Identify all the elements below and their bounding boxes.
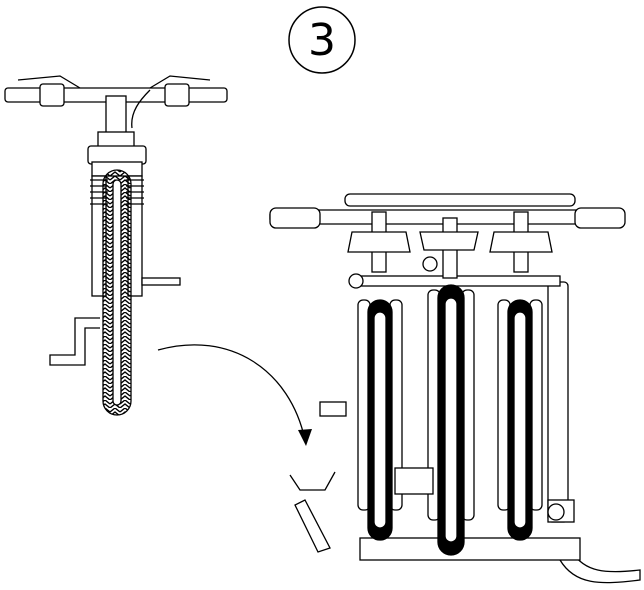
bike-1-tire-inner xyxy=(373,311,387,529)
rack-mast xyxy=(547,281,569,523)
bike-2-tire-inner xyxy=(444,297,458,543)
move-arrow xyxy=(157,344,312,446)
bike-2-crown xyxy=(419,231,479,251)
crossbar-knob-left xyxy=(348,273,364,289)
bike-3-crown xyxy=(489,231,553,253)
rack-bike-1 xyxy=(347,211,411,541)
tire-center xyxy=(112,179,122,406)
clamp-knob xyxy=(547,503,565,521)
bike-3-tire-inner xyxy=(513,311,527,529)
rack-base xyxy=(359,537,581,561)
left-brake-lever xyxy=(17,75,81,89)
wheel-holder-arm xyxy=(294,499,331,553)
crank-clamp xyxy=(394,467,434,495)
stem xyxy=(105,95,127,137)
crank-arm xyxy=(49,317,100,366)
rack-bike-3 xyxy=(489,211,553,541)
step-badge xyxy=(288,6,356,74)
fork-spring-right xyxy=(126,179,144,205)
rear-grip-right xyxy=(574,207,626,229)
step-number: 3 xyxy=(308,14,336,66)
right-brake-lever xyxy=(149,75,211,89)
step-circle xyxy=(288,6,356,74)
hitch-bar xyxy=(559,551,641,584)
rear-bar-upper xyxy=(344,193,576,207)
right-grip xyxy=(164,83,190,107)
arrow-head xyxy=(298,429,312,446)
arrow-shaft xyxy=(157,344,306,441)
rack-with-three-bikes xyxy=(269,193,641,584)
rack-bike-2 xyxy=(419,217,479,556)
fork-spring-left xyxy=(90,179,108,205)
left-grip xyxy=(39,83,65,107)
single-bike-front-view xyxy=(4,75,228,416)
crossbar-knob-mid xyxy=(422,256,438,272)
brake-cable xyxy=(131,89,151,129)
pedal-left xyxy=(319,401,347,417)
wheel-holder-cradle xyxy=(289,471,336,491)
axle-stub xyxy=(141,277,181,286)
fork-crown xyxy=(87,145,147,165)
rear-grip-left xyxy=(269,207,321,229)
bike-1-crown xyxy=(347,231,411,253)
